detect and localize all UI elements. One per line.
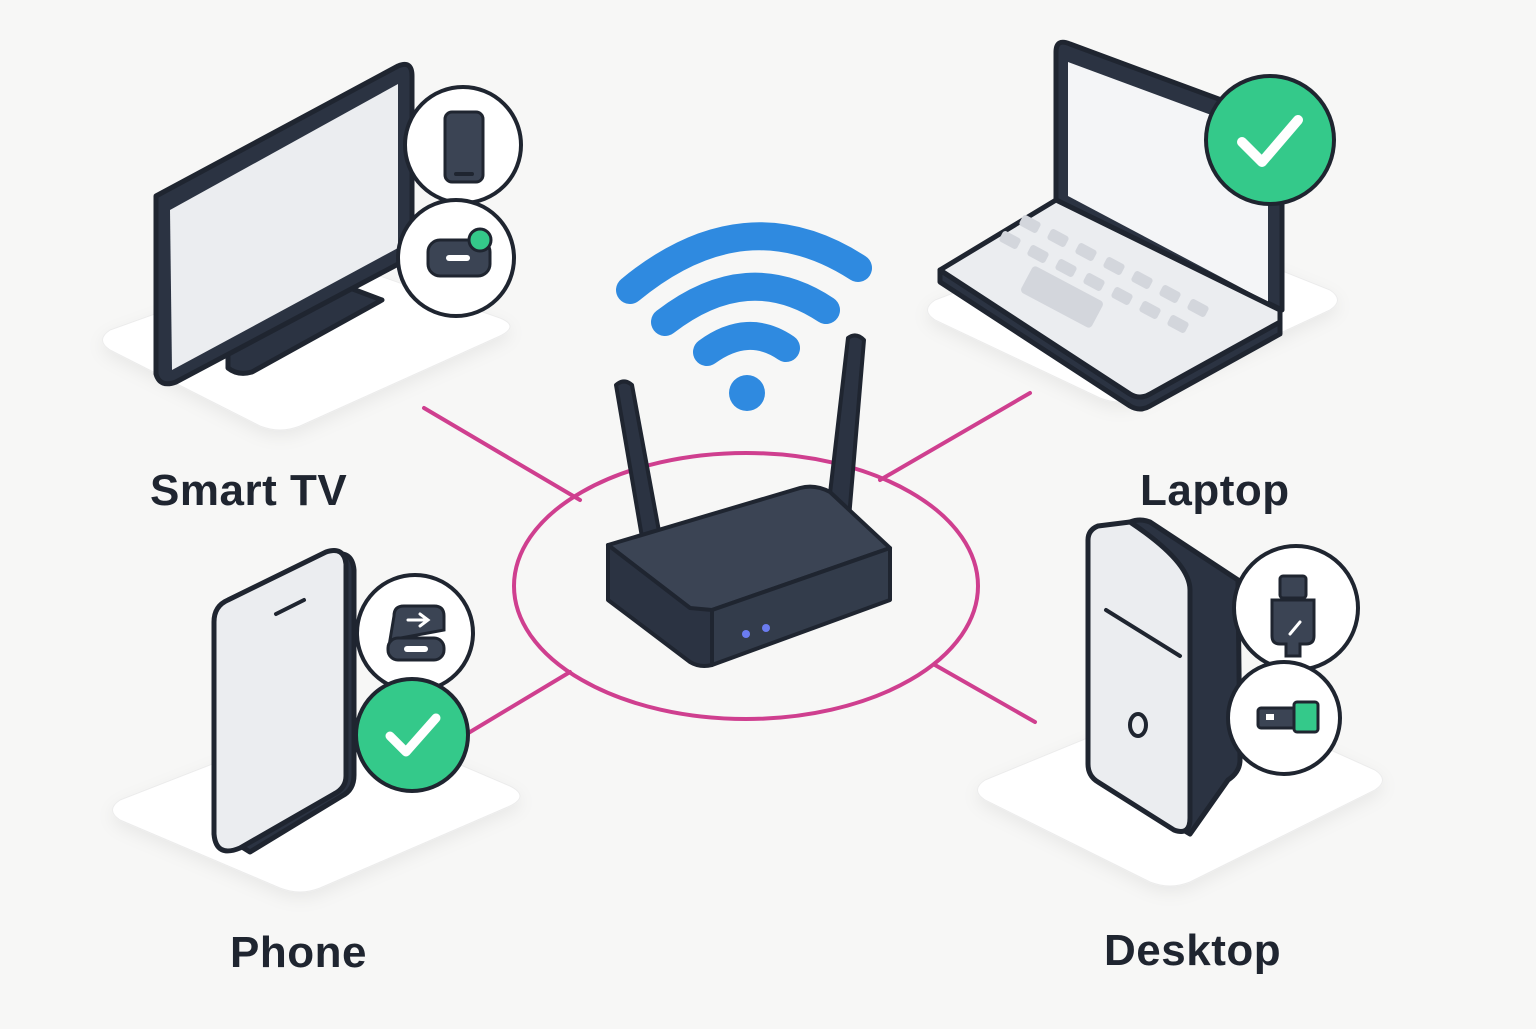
link-phone [463,670,572,737]
check-badge-icon [1204,74,1336,206]
router-side [710,546,892,667]
tower-front [1085,519,1193,834]
link-smart-tv [422,406,582,502]
router-ring [512,451,980,721]
link-laptop [878,391,1032,482]
phone-body [211,548,349,854]
router-antenna-right [824,333,866,532]
router-icon [606,333,892,668]
tv-screen [170,84,398,370]
router-led-2 [762,624,770,632]
toggle-badge-icon [396,198,516,318]
router-led-1 [742,630,750,638]
smart-tv-device [153,61,415,387]
wifi-icon [616,222,872,411]
transfer-badge-icon [355,573,475,693]
laptop-base [937,197,1283,400]
usb-badge-icon [1232,544,1360,672]
check-badge-icon [354,677,470,793]
laptop-label: Laptop [1140,466,1290,515]
phone-device [211,548,357,855]
desktop-device [1085,517,1243,837]
smart-tv-label: Smart TV [150,466,348,515]
phone-badge-icon [403,85,523,205]
tv-stand [225,285,385,376]
link-desktop [933,663,1037,724]
connection-lines [422,391,1037,737]
phone-label: Phone [230,928,367,977]
keyboard-keys [999,215,1209,333]
desktop-label: Desktop [1104,926,1282,975]
usb-dongle-badge-icon [1226,660,1342,776]
